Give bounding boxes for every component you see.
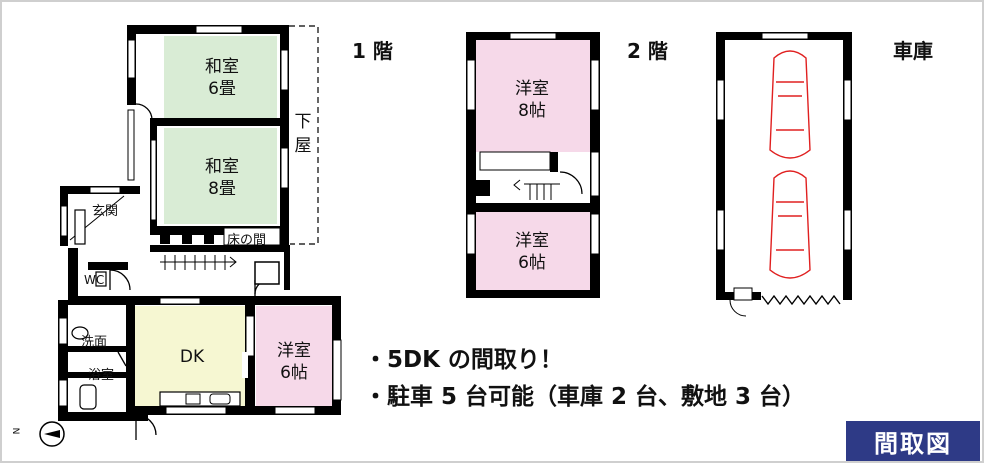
senmen-label: 洗面 (81, 335, 108, 350)
car-icon-1 (769, 50, 811, 159)
first-floor-closets (160, 230, 214, 244)
wc-label: WC (84, 273, 105, 287)
yoshitsu-8-fill (476, 40, 590, 152)
washitsu-8-fill (164, 128, 277, 224)
feature-line-2: ・駐車 5 台可能（車庫 2 台、敷地 3 台） (364, 384, 806, 410)
yoshitsu-6b-fill (476, 212, 590, 292)
compass-north-label: N (12, 427, 23, 435)
floor-label-2f: 2 階 (627, 39, 668, 63)
floor-label-1f: 1 階 (352, 39, 393, 63)
garage-plan (716, 32, 852, 317)
dk-label: DK (179, 347, 205, 367)
first-floor-plan (58, 25, 342, 440)
yokushitsu-label: 浴室 (88, 368, 115, 383)
corridor-hatch (164, 255, 226, 270)
feature-line-1: ・5DK の間取り！ (364, 347, 563, 373)
compass-icon (39, 421, 65, 447)
tokonoma-label: 床の間 (227, 233, 267, 248)
washitsu-6-fill (164, 36, 277, 118)
yoshitsu-6-fill (256, 306, 332, 406)
car-icon-2 (769, 170, 811, 279)
shimoya-outline (289, 25, 319, 245)
second-floor-plan (466, 32, 600, 298)
floor-label-garage: 車庫 (893, 39, 933, 63)
genkan-label: 玄関 (92, 204, 119, 219)
shimoya-label: 下屋 (294, 112, 312, 156)
first-floor-windows (58, 25, 342, 415)
tokonoma-box (223, 227, 281, 246)
madori-badge: 間取図 (846, 421, 980, 461)
dk-fill (135, 306, 245, 406)
